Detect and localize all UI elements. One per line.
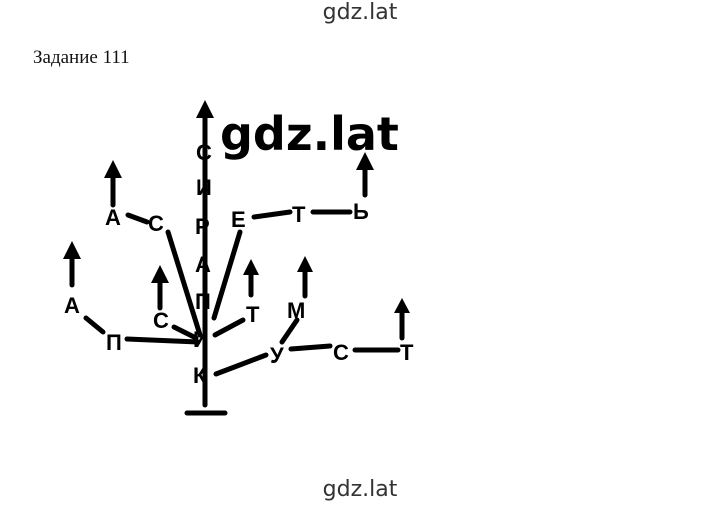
tree-letter: У: [270, 343, 284, 368]
tree-letter: П: [106, 330, 122, 355]
tree-letter: М: [287, 298, 305, 323]
tree-letter: С: [333, 340, 349, 365]
branch-line: [251, 209, 293, 220]
branch-line: [125, 212, 150, 225]
tree-letter: С: [148, 211, 164, 236]
tree-letter: Ь: [353, 199, 369, 224]
tree-letter: Е: [231, 207, 246, 232]
branch-line: [124, 336, 201, 345]
tree-letter: К: [193, 363, 207, 388]
arrow-up-icon: [356, 152, 374, 170]
tree-letter: С: [196, 140, 212, 165]
task-title: Задание 111: [33, 47, 130, 68]
branch-line: [213, 352, 269, 377]
tree-letter: А: [64, 293, 80, 318]
watermark-bottom: gdz.lat: [322, 477, 398, 502]
branch-line: [211, 229, 243, 321]
watermark-top: gdz.lat: [322, 0, 398, 25]
tree-letter: Т: [246, 302, 260, 327]
arrow-heads: [63, 100, 410, 313]
tree-letter: И: [193, 327, 209, 352]
arrow-up-icon: [151, 265, 169, 283]
branch-line: [288, 343, 333, 352]
arrow-up-icon: [104, 160, 122, 178]
tree-letter: С: [153, 308, 169, 333]
branch-line: [171, 324, 199, 341]
tree-letter: А: [105, 205, 121, 230]
tree-letter: П: [195, 289, 211, 314]
branch-line: [279, 317, 300, 345]
arrow-up-icon: [196, 100, 214, 118]
watermark-center: gdz.lat: [220, 107, 399, 161]
arrow-up-icon: [63, 241, 81, 259]
tree-letter: Т: [400, 340, 414, 365]
arrow-up-icon: [243, 259, 259, 275]
tree-letter: Т: [292, 202, 306, 227]
branch-line: [212, 317, 246, 338]
tree-letter: А: [195, 252, 211, 277]
branch-line: [165, 229, 203, 338]
tree-letter: Р: [195, 214, 210, 239]
arrow-up-icon: [394, 298, 410, 313]
branch-line: [83, 315, 106, 335]
tree-letter: И: [196, 175, 212, 200]
arrow-up-icon: [297, 256, 313, 272]
